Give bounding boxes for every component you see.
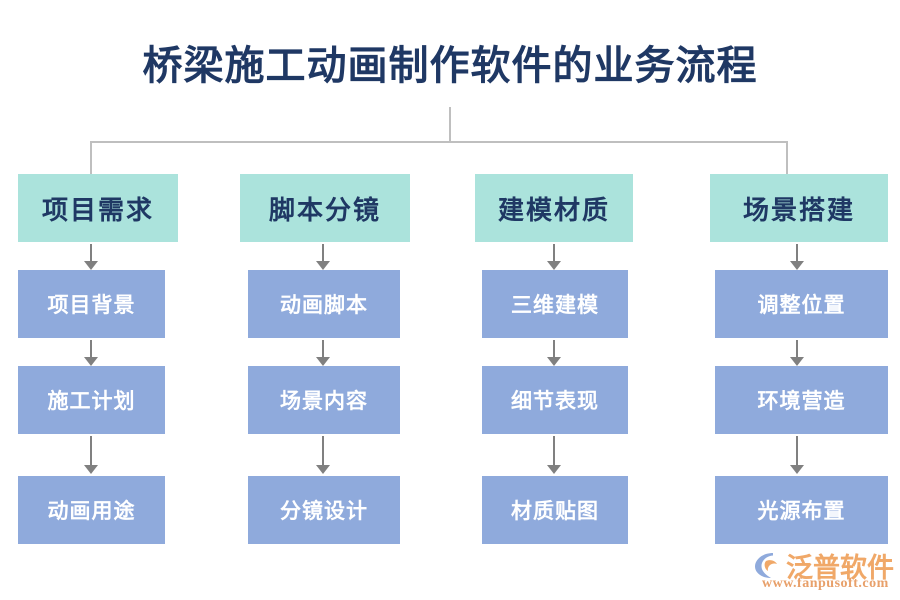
step-box-3-1[interactable]: 三维建模 <box>482 270 628 338</box>
arrow-c4-s1-to-s2 <box>786 340 808 366</box>
step-box-1-2[interactable]: 施工计划 <box>18 366 165 434</box>
arrow-c1-h-to-s1 <box>80 244 102 270</box>
step-box-1-1[interactable]: 项目背景 <box>18 270 165 338</box>
step-box-4-3[interactable]: 光源布置 <box>715 476 888 544</box>
arrow-c2-s2-to-s3 <box>312 436 334 474</box>
column-header-4[interactable]: 场景搭建 <box>710 174 888 242</box>
arrow-c3-s2-to-s3 <box>543 436 565 474</box>
connector-horizontal-bar <box>90 141 788 143</box>
step-box-4-2[interactable]: 环境营造 <box>715 366 888 434</box>
step-box-3-3[interactable]: 材质贴图 <box>482 476 628 544</box>
arrow-c3-s1-to-s2 <box>543 340 565 366</box>
fanpu-logo-mark <box>755 553 777 578</box>
step-box-2-3[interactable]: 分镜设计 <box>248 476 400 544</box>
connector-drop-left <box>90 141 92 174</box>
step-box-4-1[interactable]: 调整位置 <box>715 270 888 338</box>
column-header-1[interactable]: 项目需求 <box>18 174 178 242</box>
connector-drop-right <box>786 141 788 174</box>
arrow-c4-h-to-s1 <box>786 244 808 270</box>
column-header-3[interactable]: 建模材质 <box>475 174 633 242</box>
step-box-2-1[interactable]: 动画脚本 <box>248 270 400 338</box>
arrow-c3-h-to-s1 <box>543 244 565 270</box>
page-title: 桥梁施工动画制作软件的业务流程 <box>142 43 758 88</box>
arrow-c2-s1-to-s2 <box>312 340 334 366</box>
step-box-3-2[interactable]: 细节表现 <box>482 366 628 434</box>
step-box-2-2[interactable]: 场景内容 <box>248 366 400 434</box>
arrow-c1-s2-to-s3 <box>80 436 102 474</box>
logo-wordmark: 泛普软件 <box>786 553 894 583</box>
arrow-c1-s1-to-s2 <box>80 340 102 366</box>
arrow-c4-s2-to-s3 <box>786 436 808 474</box>
logo-url: www.fanpusoft.com <box>762 576 889 591</box>
step-box-1-3[interactable]: 动画用途 <box>18 476 165 544</box>
column-header-2[interactable]: 脚本分镜 <box>240 174 410 242</box>
arrow-c2-h-to-s1 <box>312 244 334 270</box>
brand-logo: 泛普软件 www.fanpusoft.com <box>752 548 894 594</box>
connector-stem <box>449 107 451 142</box>
